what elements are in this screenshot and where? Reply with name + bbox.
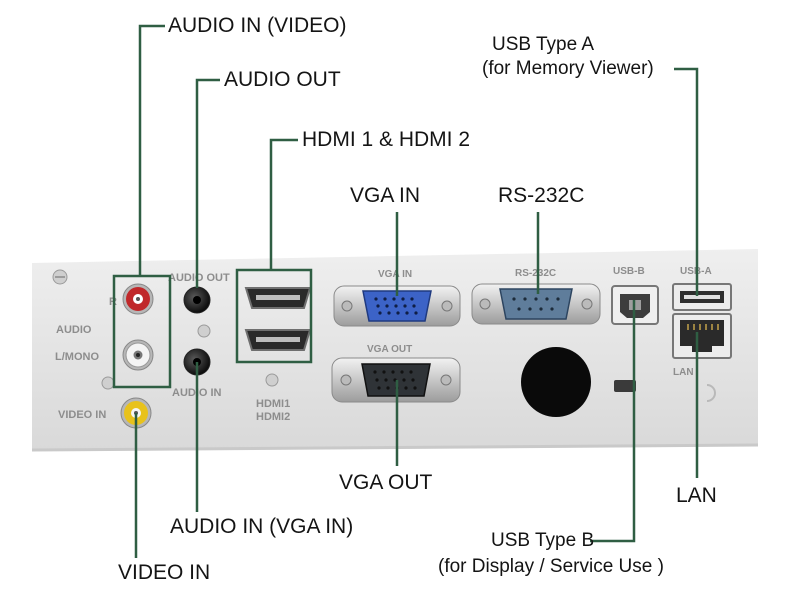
panel-label-lan: LAN [673, 367, 694, 378]
callout-usb-b-line2: (for Display / Service Use ) [438, 556, 664, 577]
panel-labels: AUDIO OUT R AUDIO L/MONO AUDIO IN VIDEO … [55, 266, 712, 423]
panel-label-vga-out: VGA OUT [367, 344, 412, 355]
leader-audio-in-video [138, 24, 165, 276]
panel-label-rs232c: RS-232C [515, 268, 556, 279]
security-slot [614, 380, 636, 392]
callout-usb-b-line1: USB Type B [491, 530, 595, 551]
leader-audio-out [195, 78, 220, 288]
callout-vga-in: VGA IN [350, 184, 421, 207]
callout-audio-in-vga: AUDIO IN (VGA IN) [170, 515, 354, 538]
panel-label-usb-b: USB-B [613, 266, 645, 277]
callout-video-in: VIDEO IN [118, 561, 211, 584]
panel-label-hdmi1: HDMI1 [256, 398, 290, 410]
leader-usb-b [590, 300, 636, 543]
callout-usb-a-line1: USB Type A [492, 34, 595, 55]
panel-label-hdmi2: HDMI2 [256, 411, 290, 423]
callout-audio-in-video: AUDIO IN (VIDEO) [168, 14, 347, 37]
callout-vga-out: VGA OUT [339, 471, 433, 494]
panel-details [521, 347, 636, 417]
callout-lan: LAN [676, 484, 717, 507]
panel-label-audio: AUDIO [56, 324, 92, 336]
callout-audio-out: AUDIO OUT [224, 68, 341, 91]
panel-label-audio-out: AUDIO OUT [168, 272, 230, 284]
vga-in-group [333, 285, 461, 327]
rs232c-port[interactable] [499, 288, 573, 320]
hdmi-callout-box [235, 268, 313, 364]
callout-usb-a-line2: (for Memory Viewer) [482, 58, 654, 79]
audio-in-video-group [122, 283, 154, 371]
audio-in-callout-box [112, 274, 172, 389]
callout-hdmi: HDMI 1 & HDMI 2 [302, 128, 471, 151]
leader-usb-a [674, 67, 699, 296]
callout-rs232c: RS-232C [498, 184, 585, 207]
rs232c-group [471, 283, 601, 325]
panel-label-l-mono: L/MONO [55, 351, 99, 363]
leader-lines [112, 24, 699, 558]
panel-label-video-in: VIDEO IN [58, 409, 106, 421]
panel-label-vga-in: VGA IN [378, 269, 412, 280]
usb-a-lan-group [672, 283, 732, 402]
leader-hdmi [269, 138, 298, 270]
hdmi-group [244, 287, 312, 387]
round-knockout [521, 347, 591, 417]
